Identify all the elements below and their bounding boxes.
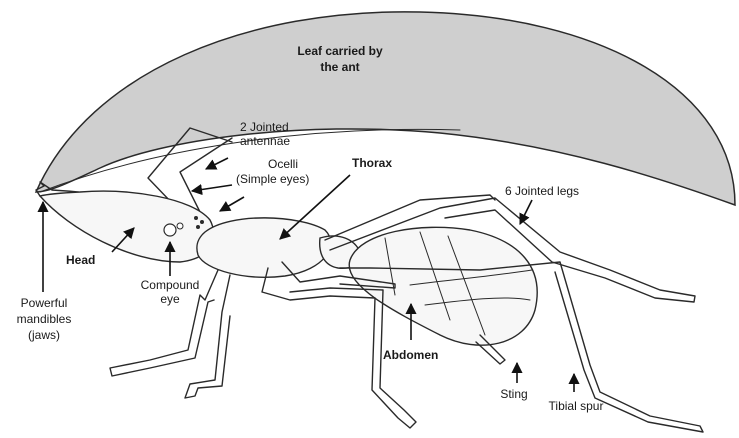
antennae-label-line1: 2 Jointed — [240, 120, 289, 134]
antennae-pointer — [206, 158, 228, 169]
mandibles-label-line1: Powerful — [21, 296, 68, 310]
compound-eye-label-line2: eye — [160, 292, 180, 306]
ocelli-label-line2: (Simple eyes) — [236, 172, 309, 186]
abdomen — [349, 227, 537, 364]
leaf-label-line2: the ant — [320, 60, 359, 74]
ocelli-pointer-2 — [192, 185, 232, 191]
sting-label: Sting — [500, 387, 527, 401]
mandibles-label-line2: mandibles — [17, 312, 72, 326]
compound-eye-dots — [164, 224, 176, 236]
abdomen-label: Abdomen — [383, 348, 438, 362]
mandibles-label-line3: (jaws) — [28, 328, 60, 342]
leaf-label-line1: Leaf carried by — [297, 44, 383, 58]
head-label: Head — [66, 253, 95, 267]
antennae-label-line2: antennae — [240, 134, 290, 148]
leaf — [36, 12, 735, 205]
tibial-spur-label: Tibial spur — [549, 399, 604, 413]
thorax-label: Thorax — [352, 156, 392, 170]
compound-eye-label-line1: Compound — [141, 278, 200, 292]
legs-label: 6 Jointed legs — [505, 184, 579, 198]
legs-pointer — [520, 200, 532, 224]
head — [40, 191, 214, 262]
ocelli-label-line1: Ocelli — [268, 157, 298, 171]
ocelli-pointer — [220, 197, 244, 211]
